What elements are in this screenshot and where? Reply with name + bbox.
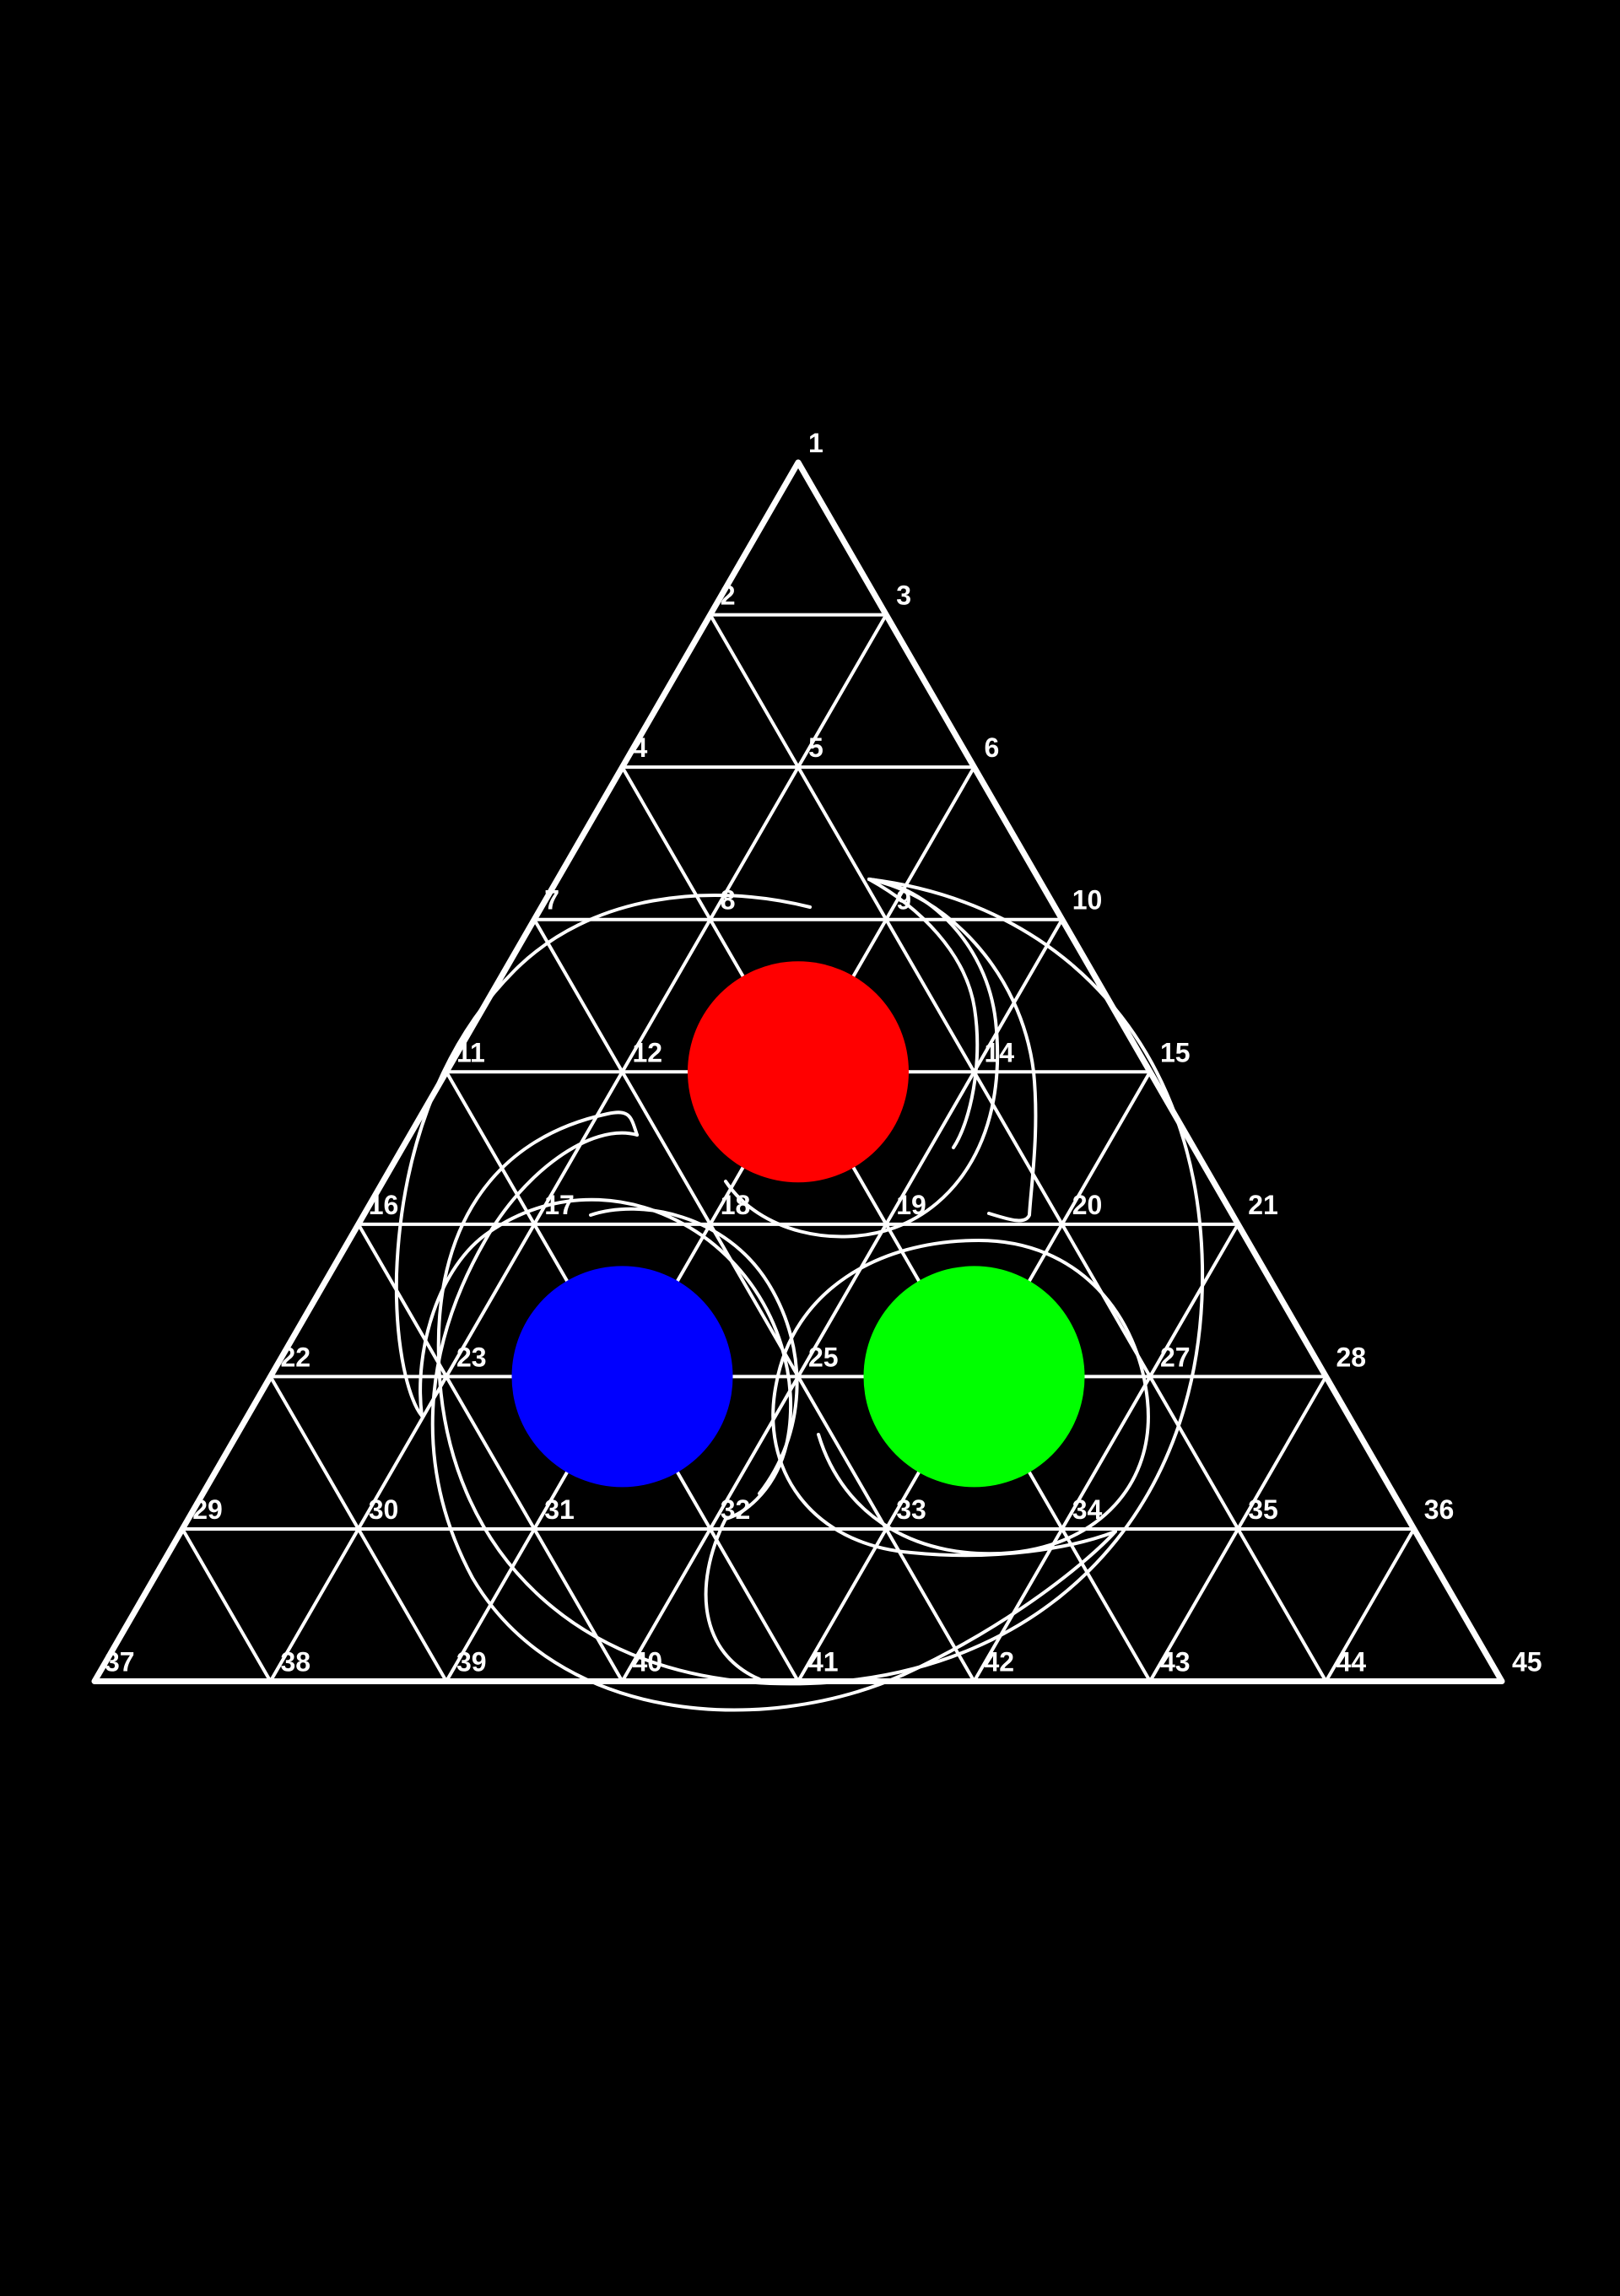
node-label-25: 25 — [808, 1342, 839, 1372]
node-label-36: 36 — [1424, 1494, 1455, 1525]
node-label-2: 2 — [721, 581, 736, 611]
swirl-curve — [436, 878, 1205, 1686]
node-label-20: 20 — [1072, 1190, 1103, 1220]
node-label-21: 21 — [1248, 1190, 1278, 1220]
node-label-41: 41 — [808, 1647, 839, 1677]
node-label-27: 27 — [1160, 1342, 1191, 1372]
swirl-curve — [704, 1517, 761, 1681]
diagonal-line-down-right — [356, 1222, 624, 1683]
node-label-11: 11 — [456, 1037, 485, 1067]
triangle-outline — [91, 459, 1505, 1685]
node-label-7: 7 — [544, 885, 559, 916]
node-label-15: 15 — [1160, 1037, 1191, 1067]
node-label-38: 38 — [281, 1647, 311, 1677]
swirl-curve — [724, 878, 1000, 1239]
node-label-35: 35 — [1248, 1494, 1278, 1525]
node-label-43: 43 — [1160, 1647, 1191, 1677]
swirl-curve — [867, 878, 980, 1149]
node-label-12: 12 — [633, 1037, 663, 1067]
swirl-curve — [394, 893, 812, 1418]
node-label-19: 19 — [896, 1190, 926, 1220]
diagonal-line-down-right — [181, 1526, 273, 1683]
node-label-10: 10 — [1072, 885, 1103, 916]
node-label-3: 3 — [896, 581, 911, 611]
node-label-32: 32 — [721, 1494, 751, 1525]
red-disc — [688, 961, 909, 1183]
node-label-29: 29 — [192, 1494, 223, 1525]
node-label-16: 16 — [369, 1190, 399, 1220]
node-label-45: 45 — [1512, 1647, 1542, 1677]
node-label-39: 39 — [456, 1647, 487, 1677]
swirl-curve — [771, 1239, 1150, 1558]
node-label-40: 40 — [633, 1647, 663, 1677]
node-label-17: 17 — [544, 1190, 575, 1220]
node-label-4: 4 — [633, 732, 648, 763]
discs — [511, 961, 1085, 1488]
diagonal-line-down-left — [268, 613, 888, 1683]
node-label-6: 6 — [985, 732, 1000, 763]
node-label-42: 42 — [985, 1647, 1015, 1677]
node-label-5: 5 — [808, 732, 824, 763]
node-label-9: 9 — [896, 885, 911, 916]
node-label-34: 34 — [1072, 1494, 1103, 1525]
node-label-14: 14 — [985, 1037, 1015, 1067]
node-label-44: 44 — [1336, 1647, 1367, 1677]
node-label-30: 30 — [369, 1494, 399, 1525]
green-disc — [863, 1266, 1085, 1488]
node-label-28: 28 — [1336, 1342, 1367, 1372]
node-label-31: 31 — [544, 1494, 575, 1525]
swirl-curve — [430, 1131, 1117, 1712]
node-label-33: 33 — [896, 1494, 926, 1525]
node-label-1: 1 — [808, 428, 824, 458]
node-label-18: 18 — [721, 1190, 751, 1220]
node-label-37: 37 — [105, 1647, 135, 1677]
swirl-curve — [867, 878, 1038, 1223]
node-label-8: 8 — [721, 885, 736, 916]
node-label-23: 23 — [456, 1342, 487, 1372]
node-label-22: 22 — [281, 1342, 311, 1372]
diagonal-line-down-left — [1324, 1526, 1416, 1683]
swirl-curve — [589, 1207, 799, 1495]
blue-disc — [511, 1266, 733, 1488]
swirl-curves — [394, 878, 1205, 1712]
diagonal-line-down-right — [708, 613, 1328, 1683]
diagonal-line-down-right — [532, 917, 976, 1683]
diagonal-line-down-left — [972, 1222, 1240, 1683]
diagonal-line-down-left — [620, 917, 1064, 1683]
outer-triangle — [91, 459, 1505, 1685]
